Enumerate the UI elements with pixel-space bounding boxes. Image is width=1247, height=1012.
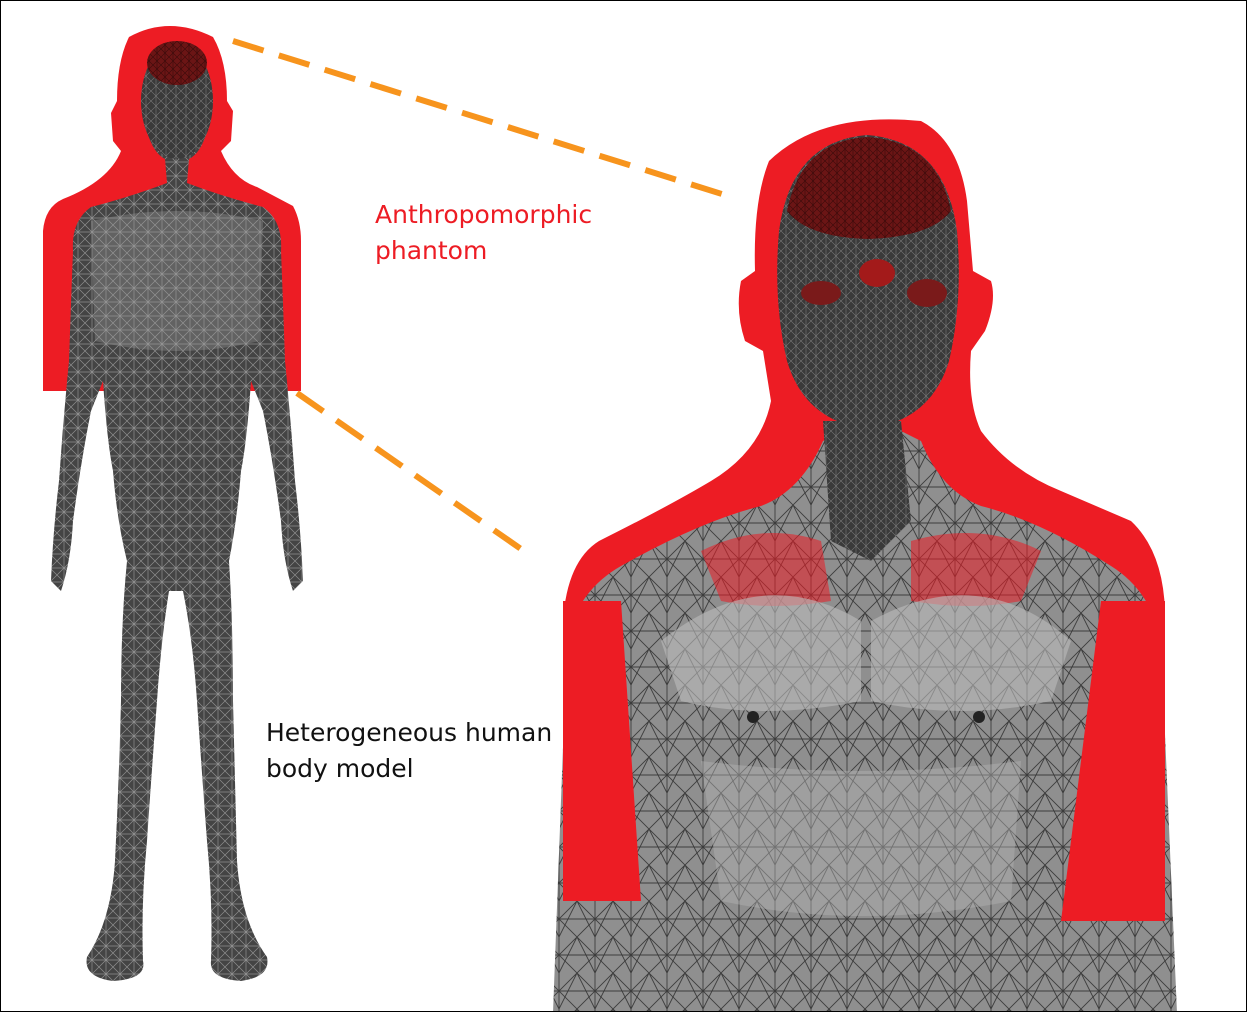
full-body-figure xyxy=(43,26,303,981)
phantom-label: Anthropomorphic phantom xyxy=(375,197,592,269)
zoomed-torso-figure xyxy=(553,119,1177,1012)
phantom-label-line1: Anthropomorphic xyxy=(375,197,592,233)
body-model-label-line1: Heterogeneous human xyxy=(266,715,552,751)
connector-bottom xyxy=(297,393,521,549)
zoom-connectors xyxy=(233,41,725,549)
body-model-label-line2: body model xyxy=(266,751,552,787)
connector-top xyxy=(233,41,725,195)
phantom-label-line2: phantom xyxy=(375,233,592,269)
body-mesh-small xyxy=(51,41,303,981)
head-mesh-large xyxy=(777,135,959,429)
body-model-label: Heterogeneous human body model xyxy=(266,715,552,787)
